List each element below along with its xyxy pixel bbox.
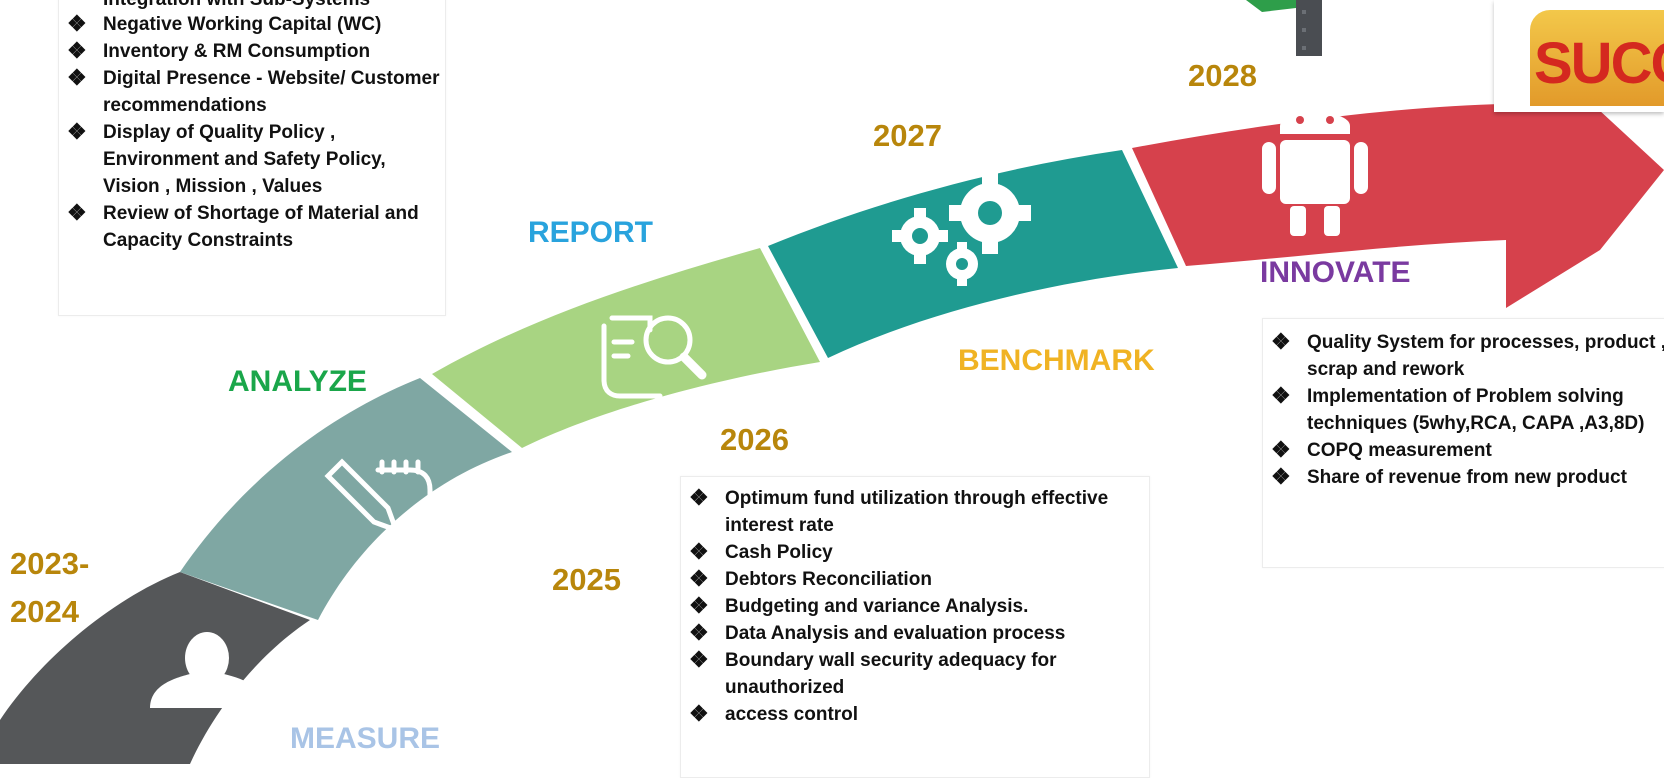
bullet-icon: ❖ <box>1271 383 1291 408</box>
year-2027: 2027 <box>873 118 942 153</box>
notepad-pencil-icon <box>324 458 433 551</box>
year-2024: 2024 <box>10 594 79 629</box>
bullet-icon: ❖ <box>689 485 709 510</box>
pillar-graphic <box>1296 0 1322 56</box>
success-word: SUCC <box>1534 31 1664 96</box>
list-item: ❖Cash Policy <box>689 539 833 564</box>
phase-measure: MEASURE <box>290 722 441 755</box>
segment-measure <box>0 572 310 764</box>
bullet-icon: ❖ <box>1271 437 1291 462</box>
bullet-icon: ❖ <box>1271 329 1291 354</box>
bullet-icon: ❖ <box>67 200 87 225</box>
list-item: ❖Data Analysis and evaluation process <box>689 620 1066 645</box>
bullet-icon: ❖ <box>689 647 709 672</box>
bullet-icon: ❖ <box>67 11 87 36</box>
box-report-benchmark-items: ❖Optimum fund utilization through effect… <box>680 476 1150 778</box>
box-innovate-items: ❖Quality System for processes, product ,… <box>1262 318 1664 568</box>
list-item: ❖Quality System for processes, product ,… <box>1271 329 1664 380</box>
list-item: ❖Optimum fund utilization through effect… <box>689 485 1109 536</box>
list-item: ❖Display of Quality Policy , Environment… <box>67 119 386 197</box>
user-icon <box>150 632 264 708</box>
year-2023: 2023- <box>10 546 90 581</box>
list-item: ❖Implementation of Problem solving techn… <box>1271 383 1645 434</box>
list-item: ❖Share of revenue from new product <box>1271 464 1627 489</box>
list-item: ❖Debtors Reconciliation <box>689 566 932 591</box>
bullet-icon: ❖ <box>689 701 709 726</box>
list-item: ❖Inventory & RM Consumption <box>67 38 371 63</box>
document-search-icon <box>601 315 707 399</box>
bullet-icon: ❖ <box>689 566 709 591</box>
bullet-icon: ❖ <box>689 593 709 618</box>
success-image: SUCC <box>1494 0 1664 112</box>
list-item: ❖Boundary wall security adequacy for una… <box>689 647 1057 698</box>
bullet-icon: ❖ <box>1271 464 1291 489</box>
segment-analyze <box>180 378 512 620</box>
list-item: ❖Digital Presence - Website/ Customer re… <box>67 65 440 116</box>
bullet-icon: ❖ <box>67 119 87 144</box>
list-item: ❖Integration with Sub-Systems <box>59 0 445 11</box>
list-item: ❖Negative Working Capital (WC) <box>67 11 382 36</box>
year-2026: 2026 <box>720 422 789 457</box>
phase-innovate: INNOVATE <box>1260 256 1411 289</box>
box-measure-analyze-items: ❖Integration with Sub-Systems ❖Negative … <box>58 0 446 316</box>
phase-report: REPORT <box>528 216 654 249</box>
phase-analyze: ANALYZE <box>228 365 367 398</box>
segment-report <box>432 248 820 448</box>
robot-icon <box>1262 90 1368 236</box>
year-2028: 2028 <box>1188 58 1257 93</box>
bullet-icon: ❖ <box>67 65 87 90</box>
list-item: ❖COPQ measurement <box>1271 437 1492 462</box>
bullet-icon: ❖ <box>689 539 709 564</box>
list-item: ❖access control <box>689 701 859 726</box>
phase-benchmark: BENCHMARK <box>958 344 1155 377</box>
year-2025: 2025 <box>552 562 621 597</box>
list-item: ❖Review of Shortage of Material and Capa… <box>67 200 419 251</box>
bullet-icon: ❖ <box>689 620 709 645</box>
bullet-icon: ❖ <box>67 38 87 63</box>
gears-icon <box>892 172 1031 286</box>
list-item: ❖Budgeting and variance Analysis. <box>689 593 1029 618</box>
